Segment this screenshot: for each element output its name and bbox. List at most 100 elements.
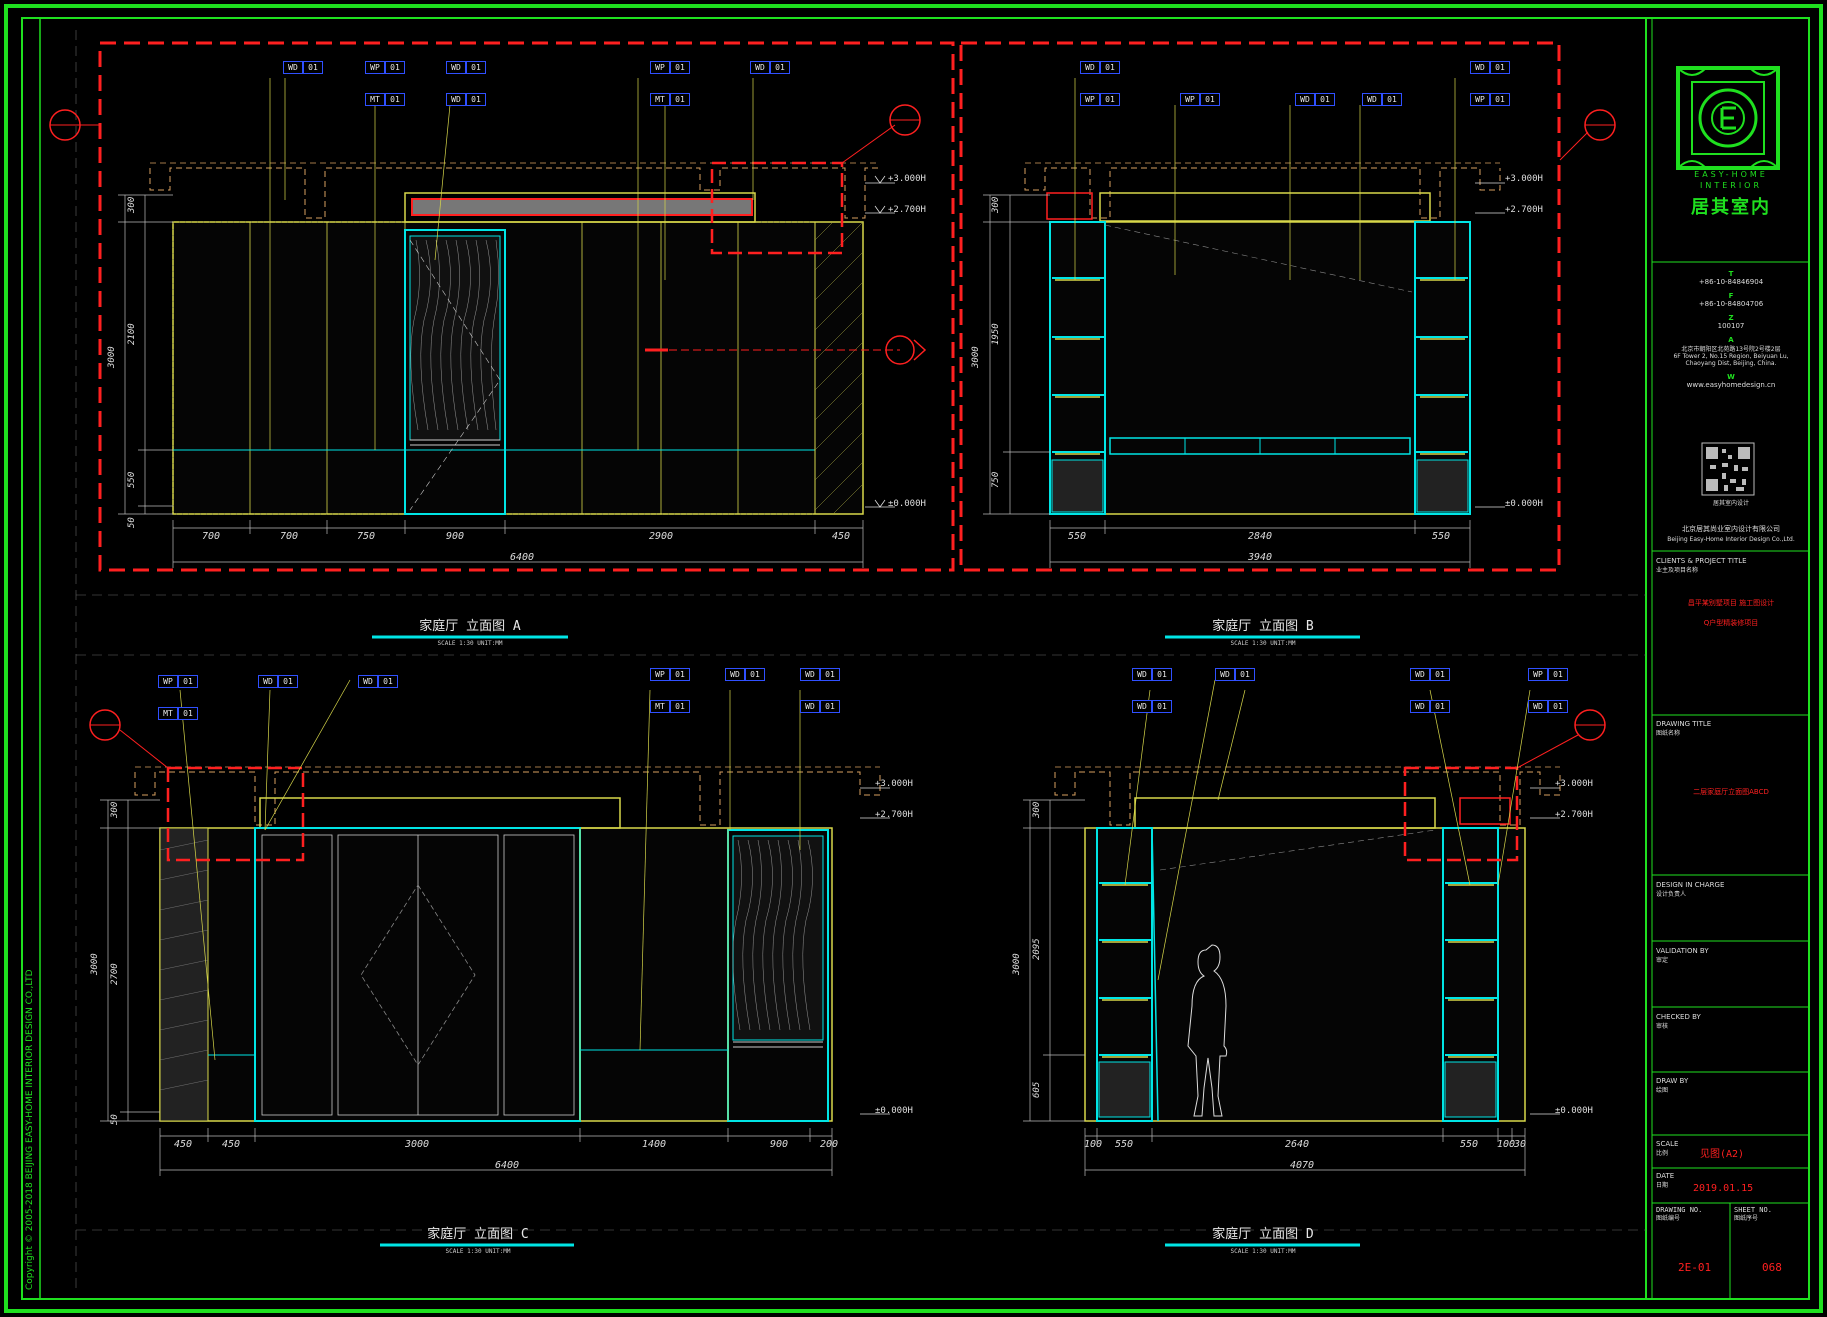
drawn-label: DRAW BY xyxy=(1656,1077,1689,1085)
level-b-3000: +3.000H xyxy=(1505,174,1543,184)
date-value: 2019.01.15 xyxy=(1693,1183,1754,1194)
vdim-d-1: 300 xyxy=(1032,801,1042,818)
validation-cn: 审定 xyxy=(1656,957,1669,964)
sheet-inner-frame xyxy=(21,17,1810,1300)
sheet-outer-frame xyxy=(4,4,1823,1313)
elevation-d xyxy=(1023,679,1606,1176)
elevation-d-scale: SCALE 1:30 UNIT:MM xyxy=(1230,1248,1296,1255)
elevation-b-scale: SCALE 1:30 UNIT:MM xyxy=(1230,640,1296,647)
dim-b-total: 3940 xyxy=(1248,552,1273,563)
sheet-no-value: 068 xyxy=(1762,1261,1782,1274)
dim-d-3: 2640 xyxy=(1285,1139,1310,1150)
drawing-title-value: 二层家庭厅立面图ABCD xyxy=(1693,788,1769,796)
level-b-0: ±0.000H xyxy=(1505,499,1543,509)
dim-d-total: 4070 xyxy=(1290,1160,1315,1171)
dim-d-5: 100 xyxy=(1497,1139,1516,1150)
dim-d-2: 550 xyxy=(1115,1139,1134,1150)
validation-label: VALIDATION BY xyxy=(1656,947,1709,955)
vdim-b-1: 300 xyxy=(991,196,1001,213)
brand-cn: 居其室内 xyxy=(1691,197,1771,218)
dim-a-total: 6400 xyxy=(510,552,535,563)
level-c-2700: +2.700H xyxy=(875,810,913,820)
copyright-text: Copyright © 2005-2018 BEIJING EASY-HOME … xyxy=(25,969,35,1290)
dim-c-total: 6400 xyxy=(495,1160,520,1171)
drawing-no-value: 2E-01 xyxy=(1678,1261,1712,1274)
level-a-3000: +3.000H xyxy=(888,174,926,184)
phone-value: +86-10-84846904 xyxy=(1698,278,1764,286)
vdim-c-3: 3000 xyxy=(90,953,100,975)
vdim-a-2: 2100 xyxy=(127,323,137,345)
dim-a-2: 700 xyxy=(280,531,299,542)
dim-b-2: 2840 xyxy=(1248,531,1273,542)
scale-cn: 比例 xyxy=(1656,1150,1669,1157)
qr-code-icon xyxy=(1701,442,1755,496)
view-boundary-a xyxy=(98,41,955,572)
project-title-1: 昌平某别墅项目 施工图设计 xyxy=(1687,599,1775,607)
fax-label: F xyxy=(1728,292,1734,300)
elevation-a-scale: SCALE 1:30 UNIT:MM xyxy=(437,640,503,647)
drawing-no-label: DRAWING NO. xyxy=(1656,1206,1703,1214)
human-silhouette xyxy=(1187,944,1228,1117)
vdim-c-2: 2700 xyxy=(110,963,120,985)
checked-cn: 审核 xyxy=(1656,1023,1669,1030)
dim-a-4: 900 xyxy=(446,531,465,542)
date-cn: 日期 xyxy=(1656,1182,1669,1189)
level-d-2700: +2.700H xyxy=(1555,810,1593,820)
dim-c-1: 450 xyxy=(174,1139,193,1150)
dim-d-6: 30 xyxy=(1514,1139,1527,1150)
drawing-title-label: DRAWING TITLE xyxy=(1656,720,1712,728)
dim-a-6: 450 xyxy=(832,531,851,542)
clients-label: CLIENTS & PROJECT TITLE xyxy=(1656,557,1747,565)
dim-d-4: 550 xyxy=(1460,1139,1479,1150)
address-cn: 北京市朝阳区北苑路13号院2号楼2层 xyxy=(1681,346,1781,353)
level-b-2700: +2.700H xyxy=(1505,205,1543,215)
vdim-c-1: 300 xyxy=(110,801,120,818)
sheet-no-label: SHEET NO. xyxy=(1734,1206,1772,1214)
checked-label: CHECKED BY xyxy=(1656,1013,1701,1021)
level-c-0: ±0.000H xyxy=(875,1106,913,1116)
address-en-1: 6F Tower 2, No.15 Region, Beiyuan Lu, xyxy=(1673,353,1789,360)
dim-b-1: 550 xyxy=(1068,531,1087,542)
drawing-no-cn: 图纸编号 xyxy=(1656,1215,1681,1222)
company-en: Beijing Easy-Home Interior Design Co.,Lt… xyxy=(1667,536,1795,543)
dim-a-3: 750 xyxy=(357,531,376,542)
sheet-no-cn: 图纸序号 xyxy=(1734,1215,1759,1222)
web-value: www.easyhomedesign.cn xyxy=(1686,381,1776,389)
vdim-a-1: 300 xyxy=(127,196,137,213)
clients-cn: 业主及项目名称 xyxy=(1656,567,1699,574)
brand-en-2: INTERIOR xyxy=(1699,181,1763,190)
elevation-b-title: 家庭厅 立面图 B xyxy=(1212,619,1314,634)
easy-home-logo xyxy=(1676,66,1780,170)
view-boundary-b xyxy=(959,41,1561,572)
zip-label: Z xyxy=(1728,314,1734,322)
drawing-title-cn: 图纸名称 xyxy=(1656,730,1681,737)
vdim-b-3: 750 xyxy=(991,471,1001,488)
dim-a-1: 700 xyxy=(202,531,221,542)
design-label: DESIGN IN CHARGE xyxy=(1656,881,1725,889)
dim-c-5: 900 xyxy=(770,1139,789,1150)
zip-value: 100107 xyxy=(1717,322,1745,330)
elevation-c xyxy=(89,679,890,1176)
